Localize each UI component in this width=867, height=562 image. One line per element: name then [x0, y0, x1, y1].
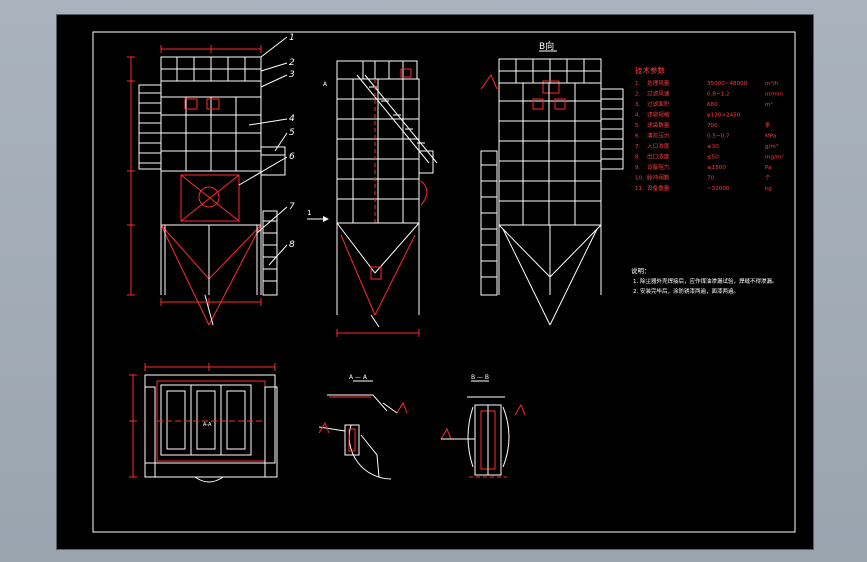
tech-params-title: 技术参数 — [635, 65, 665, 75]
note-line-1: 1. 除尘器外壳焊接后，应作煤油渗漏试验，焊缝不得渗漏。 — [633, 277, 778, 285]
section-aa-title: A — A — [349, 374, 368, 381]
side-view-tag: A — [323, 81, 328, 88]
param-name: 设备重量 — [647, 184, 670, 192]
param-unit: 个 — [765, 175, 771, 182]
param-no: 5. — [635, 123, 641, 129]
part-number-1: 1 — [289, 33, 295, 43]
param-name: 出口浓度 — [647, 153, 670, 161]
param-no: 7. — [635, 144, 641, 150]
param-name: 设备阻力 — [647, 163, 670, 171]
param-no: 4. — [635, 113, 641, 119]
cad-viewport[interactable]: 1 2 3 4 5 6 7 8 1 — [56, 14, 814, 550]
param-value: 0.5~0.7 — [707, 134, 730, 140]
param-value: 0.8~1.2 — [707, 92, 729, 98]
rear-view-title: B向 — [539, 40, 554, 52]
param-no: 6. — [635, 134, 641, 140]
section-marker — [307, 216, 329, 222]
note-line-2: 2. 安装完毕后，涂防锈漆两遍，面漆两遍。 — [633, 287, 739, 295]
param-no: 3. — [635, 102, 641, 108]
param-no: 1. — [635, 81, 641, 87]
part-number-2: 2 — [289, 58, 295, 68]
rear-view — [480, 58, 624, 326]
param-unit: g/m³ — [765, 143, 778, 150]
section-marker-label: 1 — [307, 209, 311, 217]
param-name: 清灰压力 — [647, 132, 670, 140]
part-number-7: 7 — [289, 202, 295, 212]
param-value: 35000~48000 — [707, 81, 748, 87]
part-number-5: 5 — [289, 128, 295, 138]
param-no: 10. — [635, 176, 644, 182]
part-number-6: 6 — [289, 152, 295, 162]
param-value: ≤30 — [707, 144, 719, 150]
param-no: 8. — [635, 155, 641, 161]
param-value: ~32000 — [707, 186, 730, 192]
section-aa-detail — [318, 380, 408, 480]
param-value: 700 — [707, 123, 718, 129]
param-unit: m³/h — [765, 80, 779, 87]
param-value: 680 — [707, 102, 718, 108]
param-unit: kg — [765, 186, 772, 192]
part-number-3: 3 — [289, 70, 295, 80]
param-unit: Pa — [765, 165, 772, 171]
param-unit: mg/m³ — [765, 154, 784, 161]
param-unit: 条 — [765, 121, 771, 129]
param-unit: m² — [765, 101, 773, 108]
param-no: 2. — [635, 92, 641, 98]
param-name: 过滤风速 — [647, 90, 670, 98]
section-bb-title: B — B — [471, 374, 489, 381]
notes-title: 说明： — [631, 266, 651, 275]
param-unit: m/min — [765, 92, 783, 98]
param-name: 滤袋规格 — [647, 111, 670, 119]
notes-block: 说明： 1. 除尘器外壳焊接后，应作煤油渗漏试验，焊缝不得渗漏。 2. 安装完毕… — [631, 266, 778, 295]
front-view — [127, 36, 288, 326]
plan-view-label: A-A — [203, 422, 212, 428]
param-value: ≤50 — [707, 155, 719, 161]
cad-drawing: 1 2 3 4 5 6 7 8 1 — [92, 31, 796, 533]
param-value: 70 — [707, 176, 715, 182]
param-unit: MPa — [765, 134, 776, 140]
side-view — [336, 60, 438, 337]
param-no: 9. — [635, 165, 641, 171]
tech-params-table: 技术参数 1. 处理风量 35000~48000 m³/h 2. 过滤风速 0.8~1.2 m… — [635, 65, 784, 192]
param-name: 滤袋数量 — [647, 121, 670, 129]
param-value: ≤1500 — [707, 165, 726, 171]
param-no: 11. — [635, 186, 644, 192]
param-value: φ130×2450 — [707, 113, 741, 119]
param-name: 入口浓度 — [647, 142, 670, 150]
plan-view — [129, 363, 278, 483]
param-name: 脉冲阀数 — [647, 174, 670, 182]
drawing-border — [92, 31, 796, 533]
part-number-4: 4 — [289, 114, 295, 124]
param-name: 处理风量 — [647, 79, 670, 87]
part-number-8: 8 — [289, 240, 295, 250]
section-bb-detail — [440, 380, 526, 478]
param-name: 过滤面积 — [647, 100, 670, 108]
